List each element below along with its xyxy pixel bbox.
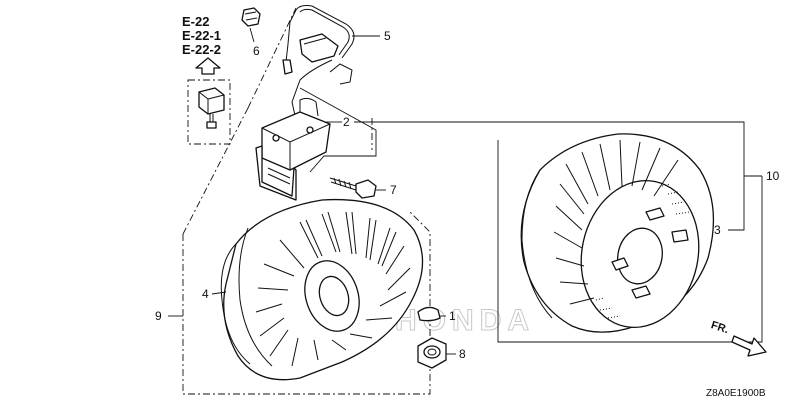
callout-1[interactable]: 1 (449, 309, 456, 323)
front-arrow-icon (731, 335, 767, 357)
up-arrow-icon (195, 57, 221, 75)
callout-10[interactable]: 10 (766, 169, 780, 183)
reference-label[interactable]: E-22-2 (182, 42, 221, 57)
inset-box (187, 79, 231, 145)
callout-7[interactable]: 7 (390, 183, 397, 197)
spark-plug-cord-part-5 (282, 5, 355, 121)
callout-9[interactable]: 9 (155, 309, 162, 323)
clip-part-6 (241, 7, 261, 27)
connector-inset (198, 87, 225, 129)
group-outline (182, 7, 431, 395)
woodruff-key-part-1 (417, 306, 441, 322)
flywheel-part-3 (520, 133, 715, 333)
brand-watermark: HONDA (395, 304, 535, 337)
drawing-code: Z8A0E1900B (706, 388, 766, 399)
bolt-part-7 (329, 177, 377, 199)
callout-2[interactable]: 2 (343, 115, 350, 129)
callout-8[interactable]: 8 (459, 347, 466, 361)
nut-part-8 (417, 337, 447, 369)
leader-line (249, 27, 255, 43)
callout-4[interactable]: 4 (202, 287, 209, 301)
ignition-coil-part-2 (255, 97, 331, 201)
flywheel-part-4 (220, 198, 424, 381)
reference-label[interactable]: E-22 (182, 14, 209, 29)
callout-3[interactable]: 3 (714, 223, 721, 237)
leader-line (211, 291, 227, 295)
leader-line (299, 87, 377, 173)
reference-label[interactable]: E-22-1 (182, 28, 221, 43)
front-direction-label: FR. (709, 319, 730, 336)
callout-5[interactable]: 5 (384, 29, 391, 43)
callout-6[interactable]: 6 (253, 44, 260, 58)
